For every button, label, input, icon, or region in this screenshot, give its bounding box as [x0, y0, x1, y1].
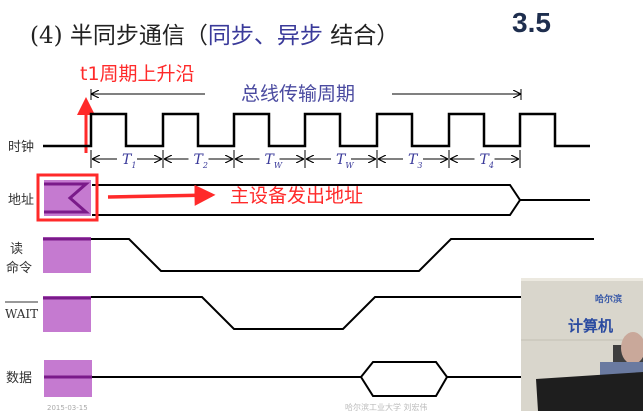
footer-author: 哈尔滨工业大学 刘宏伟 [345, 402, 428, 411]
clock-label: 时钟 [8, 139, 34, 155]
svg-text:计算机: 计算机 [568, 317, 613, 335]
data-waveform [92, 361, 522, 397]
period-label: T2 [194, 152, 208, 170]
address-arrow [107, 184, 216, 206]
slide-title: (4) 半同步通信（同步、异步 结合） [30, 23, 399, 49]
highlight-box [36, 173, 99, 222]
laptop [536, 372, 643, 411]
bus-cycle-label: 总线传输周期 [241, 83, 355, 105]
wait-marker [43, 296, 91, 332]
footer-date: 2015-03-15 [47, 404, 88, 411]
period-label: T4 [480, 152, 494, 170]
period-label: T1 [122, 152, 136, 170]
period-markers: T1 T2 TW TW T3 T4 [90, 150, 521, 170]
period-label: TW [336, 152, 354, 170]
period-label: T3 [408, 152, 422, 170]
read-waveform [91, 238, 594, 272]
read-label-1: 读 [10, 242, 23, 257]
read-marker [43, 237, 91, 273]
address-note: 主设备发出地址 [230, 185, 363, 207]
section-number: 3.5 [512, 7, 551, 38]
clock-waveform [43, 112, 590, 148]
period-label: TW [265, 152, 283, 170]
webcam-overlay: 哈尔滨 计算机 [521, 278, 643, 411]
svg-text:哈尔滨: 哈尔滨 [595, 293, 622, 305]
rising-edge-note: t1周期上升沿 [80, 63, 195, 85]
data-label: 数据 [6, 371, 32, 386]
wait-waveform [91, 296, 522, 330]
presenter [621, 332, 643, 364]
read-label-2: 命令 [6, 260, 32, 276]
wait-label: WAIT [5, 307, 38, 321]
address-label: 地址 [8, 193, 34, 208]
